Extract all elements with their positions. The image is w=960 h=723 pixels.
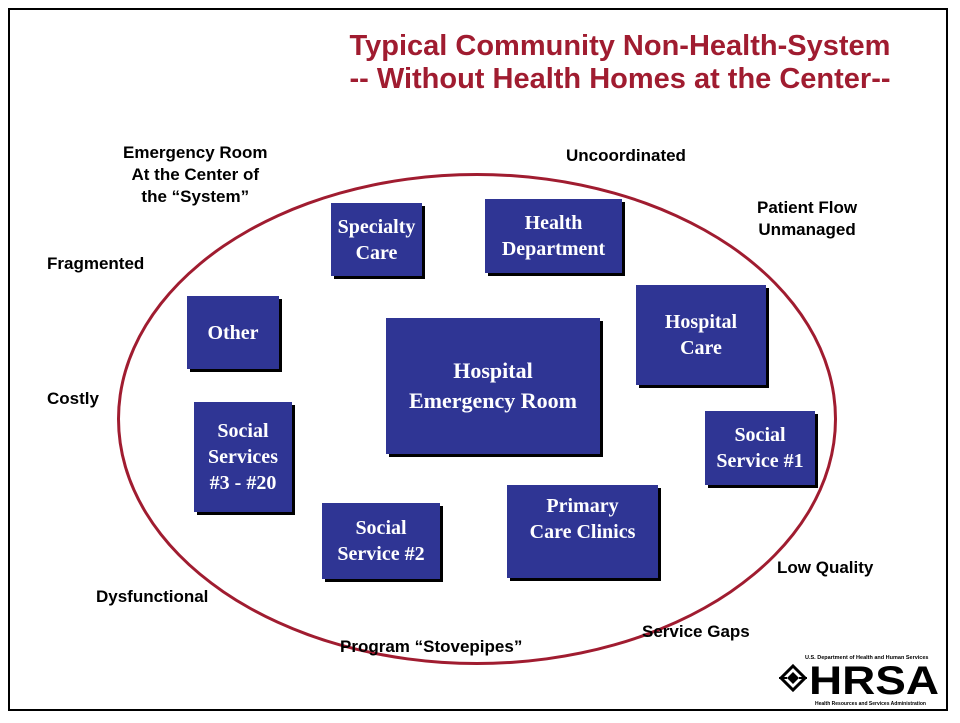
label-patient-flow: Patient Flow Unmanaged: [757, 198, 858, 239]
label-stovepipes: Program “Stovepipes”: [340, 637, 523, 656]
hrsa-logo-bottom-text: Health Resources and Services Administra…: [815, 701, 926, 707]
box-hospital-care-text: Hospital Care: [664, 311, 738, 359]
hrsa-logo: U.S. Department of Health and Human Serv…: [778, 655, 939, 707]
hrsa-logo-top-text: U.S. Department of Health and Human Serv…: [805, 655, 928, 661]
box-hospital-er: Hospital Emergency Room: [386, 318, 600, 454]
box-social-service-1-text: Social Service #1: [716, 424, 804, 472]
label-costly: Costly: [47, 389, 99, 408]
slide-frame: [8, 8, 948, 711]
box-hospital-er-text: Hospital Emergency Room: [408, 358, 577, 413]
box-social-service-2-text: Social Service #2: [337, 517, 425, 565]
label-low-quality: Low Quality: [777, 558, 874, 577]
label-fragmented: Fragmented: [47, 254, 145, 273]
box-social-services-3-20-text: Social Services #3 - #20: [208, 420, 278, 494]
box-primary-care-text: Primary Care Clinics: [529, 495, 636, 543]
label-emergency-room-center: Emergency Room At the Center of the “Sys…: [123, 143, 268, 206]
hrsa-logo-name: HRSA: [809, 659, 939, 703]
title-line-2: -- Without Health Homes at the Center--: [349, 63, 891, 95]
label-uncoordinated: Uncoordinated: [566, 146, 686, 165]
box-other-text: Other: [207, 321, 259, 344]
box-specialty-care-text: Specialty Care: [337, 215, 416, 264]
hhs-eagle-icon: [778, 663, 808, 693]
box-social-service-2: Social Service #2: [322, 503, 440, 579]
box-health-department: Health Department: [485, 199, 622, 273]
box-social-service-1: Social Service #1: [705, 411, 815, 485]
box-hospital-care: Hospital Care: [636, 285, 766, 385]
box-other: Other: [187, 296, 279, 369]
box-social-services-3-20: Social Services #3 - #20: [194, 402, 292, 512]
slide-title: Typical Community Non-Health-System -- W…: [290, 30, 950, 96]
system-ellipse: [117, 173, 837, 665]
label-service-gaps: Service Gaps: [642, 622, 750, 641]
label-dysfunctional: Dysfunctional: [96, 587, 209, 606]
box-health-department-text: Health Department: [501, 212, 606, 260]
box-specialty-care: Specialty Care: [331, 203, 422, 276]
title-line-1: Typical Community Non-Health-System: [349, 30, 891, 62]
box-primary-care: Primary Care Clinics: [507, 485, 658, 578]
